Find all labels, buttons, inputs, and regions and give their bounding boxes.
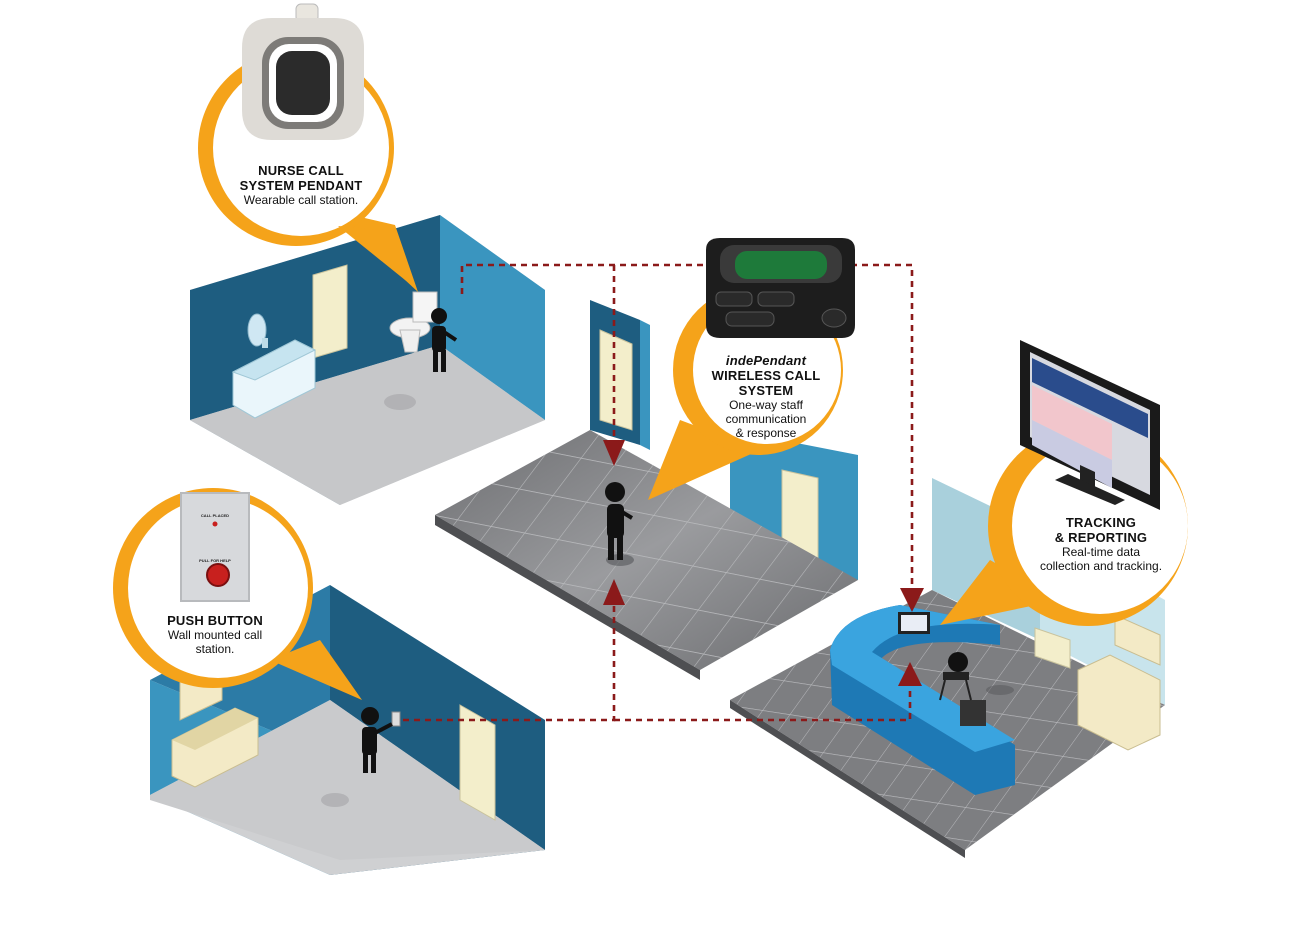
callout-pendant: NURSE CALL SYSTEM PENDANT Wearable call … bbox=[213, 163, 389, 207]
wireless-desc-line2: communication bbox=[725, 412, 807, 426]
pendant-device bbox=[242, 3, 364, 140]
tracking-desc-line2: collection and tracking. bbox=[1039, 559, 1163, 573]
pager-device bbox=[706, 238, 855, 338]
signal-arrows bbox=[603, 440, 924, 686]
tracking-desc-line1: Real-time data bbox=[1061, 545, 1141, 559]
push-button-device bbox=[180, 492, 250, 602]
arrow-down-station bbox=[900, 588, 924, 612]
signal-paths bbox=[403, 263, 914, 722]
push-desc-line2: station. bbox=[195, 642, 235, 656]
arrow-up-hallway bbox=[603, 579, 625, 605]
pendant-title-line2: SYSTEM PENDANT bbox=[239, 178, 363, 193]
wireless-desc-line3: & response bbox=[735, 426, 797, 440]
tracking-title-line1: TRACKING bbox=[1065, 515, 1137, 530]
signal-path-station bbox=[614, 680, 912, 722]
callout-wireless: indePendant WIRELESS CALL SYSTEM One-way… bbox=[701, 353, 831, 440]
arrow-up-station bbox=[898, 662, 922, 686]
wireless-title-line3: SYSTEM bbox=[738, 383, 794, 398]
tracking-title-line2: & REPORTING bbox=[1054, 530, 1148, 545]
hallway-room bbox=[435, 300, 858, 680]
pull-for-help-label: PULL FOR HELP bbox=[199, 558, 231, 563]
callout-push: PUSH BUTTON Wall mounted call station. bbox=[140, 613, 290, 656]
wireless-desc-line1: One-way staff bbox=[729, 398, 803, 412]
push-title: PUSH BUTTON bbox=[167, 613, 263, 628]
pull-for-help-button bbox=[206, 563, 230, 587]
wireless-title-line2: WIRELESS CALL bbox=[711, 368, 821, 383]
callout-tracking: TRACKING & REPORTING Real-time data coll… bbox=[1013, 515, 1189, 573]
push-button-room bbox=[150, 585, 545, 875]
push-desc-line1: Wall mounted call bbox=[167, 628, 263, 642]
monitor-device bbox=[1020, 340, 1160, 510]
call-placed-label: CALL PLACED bbox=[200, 513, 230, 518]
pendant-desc: Wearable call station. bbox=[243, 193, 359, 207]
signal-path-pendant bbox=[460, 263, 914, 590]
wireless-title-italic: indePendant bbox=[725, 353, 807, 368]
arrow-down-hallway bbox=[603, 440, 625, 466]
bathroom-room bbox=[190, 215, 545, 505]
pendant-title-line1: NURSE CALL bbox=[258, 163, 344, 178]
